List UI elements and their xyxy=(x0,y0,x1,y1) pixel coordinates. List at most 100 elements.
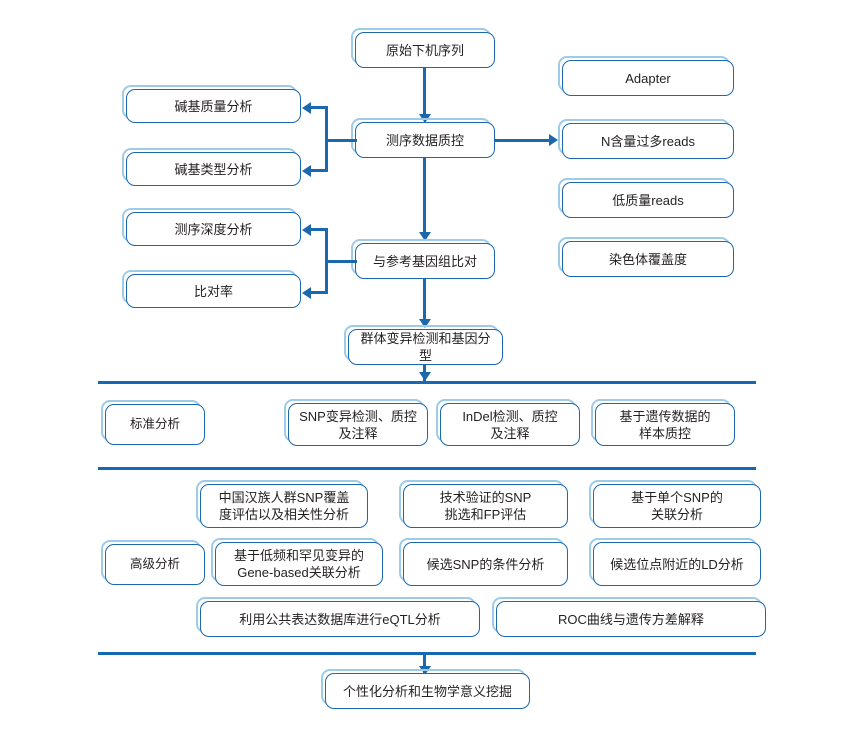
node-label: 基于遗传数据的 样本质控 xyxy=(619,408,711,441)
node-frame: 标准分析 xyxy=(105,404,205,445)
separator-standard-top xyxy=(98,381,756,384)
node-label: 群体变异检测和基因分型 xyxy=(360,331,491,363)
node-frame: 低质量reads xyxy=(562,182,734,218)
node-frame: 与参考基因组比对 xyxy=(355,243,495,279)
node-alignment-rate[interactable]: 比对率 xyxy=(122,270,301,308)
arrowhead-align-to-variant xyxy=(418,319,431,328)
node-frame: N含量过多reads xyxy=(562,123,734,159)
node-adapter[interactable]: Adapter xyxy=(558,56,734,96)
node-chromosome-coverage[interactable]: 染色体覆盖度 xyxy=(558,237,734,277)
connector-qc-to-n-reads xyxy=(495,138,550,142)
connector-to-final xyxy=(423,652,426,674)
node-frame: 染色体覆盖度 xyxy=(562,241,734,277)
node-frame: 候选SNP的条件分析 xyxy=(403,542,568,586)
connector-qc-to-alignment xyxy=(423,158,426,236)
node-snp-detection-qc-annotation[interactable]: SNP变异检测、质控 及注释 xyxy=(284,399,428,446)
node-sequencing-qc[interactable]: 测序数据质控 xyxy=(351,118,495,158)
node-genetic-data-sample-qc[interactable]: 基于遗传数据的 样本质控 xyxy=(591,399,735,446)
node-label: 碱基质量分析 xyxy=(174,98,253,114)
node-label: ROC曲线与遗传方差解释 xyxy=(558,611,704,627)
node-frame: 基于单个SNP的 关联分析 xyxy=(593,484,761,528)
node-frame: 基于遗传数据的 样本质控 xyxy=(595,403,735,446)
node-label: 碱基类型分析 xyxy=(174,161,253,177)
node-label: 个性化分析和生物学意义挖掘 xyxy=(342,683,512,699)
section-label-standard-analysis[interactable]: 标准分析 xyxy=(101,400,205,445)
node-public-expression-eqtl-analysis[interactable]: 利用公共表达数据库进行eQTL分析 xyxy=(196,597,480,637)
node-label: 利用公共表达数据库进行eQTL分析 xyxy=(239,611,441,627)
node-frame: 测序数据质控 xyxy=(355,122,495,158)
connector-align-to-variant xyxy=(423,279,426,323)
arrowhead-align-to-depth xyxy=(302,223,311,236)
separator-advanced-bottom xyxy=(98,652,756,655)
separator-standard-bottom xyxy=(98,467,756,470)
node-label: 基于单个SNP的 关联分析 xyxy=(631,490,723,522)
node-personalized-analysis[interactable]: 个性化分析和生物学意义挖掘 xyxy=(321,669,530,709)
node-gene-based-rare-variant-association[interactable]: 基于低频和罕见变异的 Gene-based关联分析 xyxy=(211,538,383,586)
node-label: 测序数据质控 xyxy=(385,132,464,148)
node-label: 测序深度分析 xyxy=(174,221,253,237)
connector-qc-left-stem xyxy=(325,138,357,142)
node-label: 比对率 xyxy=(193,283,233,299)
node-base-type-analysis[interactable]: 碱基类型分析 xyxy=(122,148,301,186)
node-label: 原始下机序列 xyxy=(385,42,464,58)
connector-align-left-stem xyxy=(325,259,357,263)
node-frame: 比对率 xyxy=(126,274,301,308)
node-frame: 碱基质量分析 xyxy=(126,89,301,123)
node-frame: InDel检测、质控 及注释 xyxy=(440,403,580,446)
connector-align-to-rate xyxy=(311,291,328,294)
node-label: N含量过多reads xyxy=(601,133,695,149)
node-frame: 技术验证的SNP 挑选和FP评估 xyxy=(403,484,568,528)
node-frame: 碱基类型分析 xyxy=(126,152,301,186)
node-validated-snp-selection-fp[interactable]: 技术验证的SNP 挑选和FP评估 xyxy=(399,480,568,528)
node-frame: SNP变异检测、质控 及注释 xyxy=(288,403,428,446)
node-ld-analysis-near-candidate-loci[interactable]: 候选位点附近的LD分析 xyxy=(589,538,761,586)
node-reference-alignment[interactable]: 与参考基因组比对 xyxy=(351,239,495,279)
node-population-variant-genotyping[interactable]: 群体变异检测和基因分型 xyxy=(344,325,503,365)
node-frame: 群体变异检测和基因分型 xyxy=(348,329,503,365)
node-label: 中国汉族人群SNP覆盖 度评估以及相关性分析 xyxy=(218,490,350,522)
arrowhead-qc-to-alignment xyxy=(418,232,431,241)
node-high-n-reads[interactable]: N含量过多reads xyxy=(558,119,734,159)
node-frame: 高级分析 xyxy=(105,544,205,585)
node-single-snp-association[interactable]: 基于单个SNP的 关联分析 xyxy=(589,480,761,528)
node-label: InDel检测、质控 及注释 xyxy=(462,408,558,441)
node-han-chinese-snp-coverage[interactable]: 中国汉族人群SNP覆盖 度评估以及相关性分析 xyxy=(196,480,368,528)
node-frame: 个性化分析和生物学意义挖掘 xyxy=(325,673,530,709)
arrowhead-variant-to-standard xyxy=(418,372,431,381)
arrowhead-qc-to-base-quality xyxy=(302,101,311,114)
node-label: 基于低频和罕见变异的 Gene-based关联分析 xyxy=(233,548,364,580)
node-label: Adapter xyxy=(625,70,671,86)
node-frame: 候选位点附近的LD分析 xyxy=(593,542,761,586)
node-label: 标准分析 xyxy=(129,417,180,431)
node-low-quality-reads[interactable]: 低质量reads xyxy=(558,178,734,218)
node-frame: ROC曲线与遗传方差解释 xyxy=(496,601,766,637)
node-frame: 利用公共表达数据库进行eQTL分析 xyxy=(200,601,480,637)
connector-align-to-depth xyxy=(311,228,328,231)
node-frame: 中国汉族人群SNP覆盖 度评估以及相关性分析 xyxy=(200,484,368,528)
node-frame: 测序深度分析 xyxy=(126,212,301,246)
node-label: 候选位点附近的LD分析 xyxy=(610,556,744,572)
connector-qc-left-spine xyxy=(325,106,328,172)
node-label: 低质量reads xyxy=(612,192,684,208)
node-frame: 基于低频和罕见变异的 Gene-based关联分析 xyxy=(215,542,383,586)
arrowhead-qc-to-n-reads xyxy=(549,134,558,146)
node-roc-curve-genetic-variance[interactable]: ROC曲线与遗传方差解释 xyxy=(492,597,766,637)
node-label: SNP变异检测、质控 及注释 xyxy=(299,408,417,441)
arrowhead-align-to-rate xyxy=(302,286,311,299)
connector-raw-to-qc xyxy=(423,68,426,118)
arrowhead-qc-to-base-type xyxy=(302,164,311,177)
node-label: 与参考基因组比对 xyxy=(372,253,477,269)
section-label-advanced-analysis[interactable]: 高级分析 xyxy=(101,540,205,585)
node-sequencing-depth-analysis[interactable]: 测序深度分析 xyxy=(122,208,301,246)
node-indel-detection-qc-annotation[interactable]: InDel检测、质控 及注释 xyxy=(436,399,580,446)
node-candidate-snp-conditional-analysis[interactable]: 候选SNP的条件分析 xyxy=(399,538,568,586)
node-base-quality-analysis[interactable]: 碱基质量分析 xyxy=(122,85,301,123)
node-frame: 原始下机序列 xyxy=(355,32,495,68)
connector-align-left-spine xyxy=(325,228,328,294)
node-label: 候选SNP的条件分析 xyxy=(426,556,545,572)
node-raw-sequence[interactable]: 原始下机序列 xyxy=(351,28,495,68)
connector-qc-to-base-type xyxy=(311,169,328,172)
connector-qc-to-base-quality xyxy=(311,106,328,109)
node-label: 技术验证的SNP 挑选和FP评估 xyxy=(439,490,532,522)
